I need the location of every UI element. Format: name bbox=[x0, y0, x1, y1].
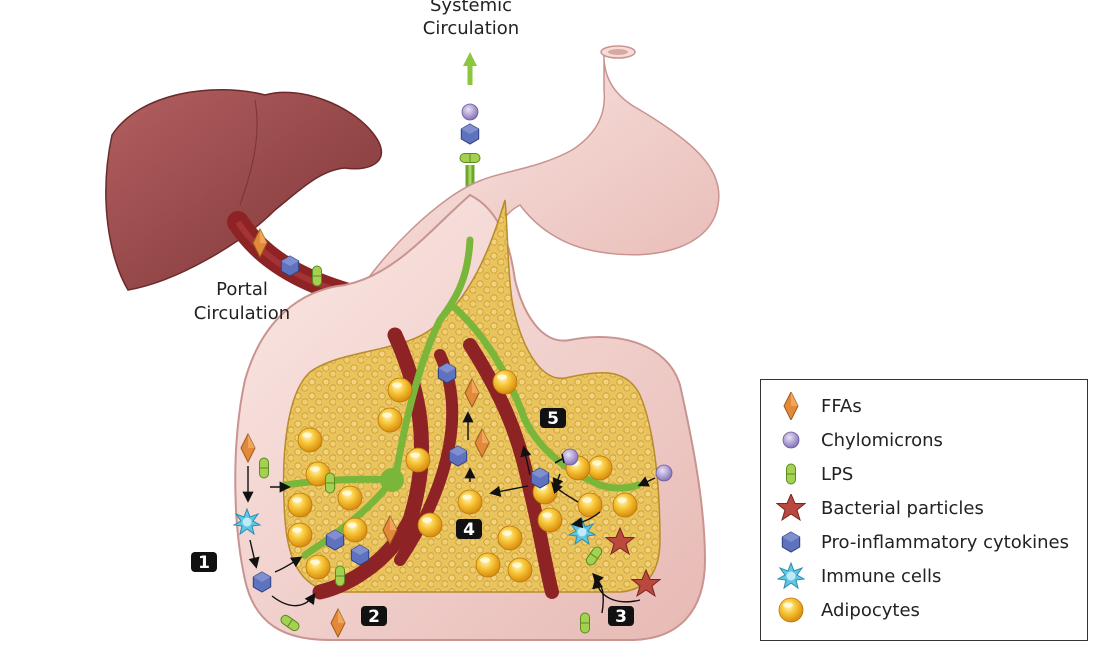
legend-label: LPS bbox=[821, 463, 854, 485]
bacterial-star-icon bbox=[775, 494, 807, 522]
portal-label-line1: Portal bbox=[216, 279, 268, 300]
portal-label-line2: Circulation bbox=[194, 303, 290, 324]
svg-text:1: 1 bbox=[198, 553, 210, 573]
legend-item-adipocytes: Adipocytes bbox=[775, 596, 920, 624]
systemic-label-line2: Circulation bbox=[423, 18, 519, 39]
cytokine-hexagon-icon bbox=[775, 528, 807, 556]
legend-item-chylomicrons: Chylomicrons bbox=[775, 426, 943, 454]
legend-label: FFAs bbox=[821, 395, 862, 417]
legend: FFAs Chylomicrons LPS Bacterial particle… bbox=[760, 379, 1088, 641]
svg-text:3: 3 bbox=[615, 607, 627, 627]
lps-capsule-icon bbox=[775, 460, 807, 488]
liver bbox=[105, 88, 383, 291]
legend-label: Pro-inflammatory cytokines bbox=[821, 531, 1070, 553]
flow-arrows bbox=[242, 411, 656, 614]
legend-label: Bacterial particles bbox=[821, 497, 984, 519]
legend-item-lps: LPS bbox=[775, 460, 853, 488]
legend-item-cytokines: Pro-inflammatory cytokines bbox=[775, 528, 1069, 556]
step-badge-1: 1 bbox=[191, 552, 217, 573]
adipocyte-icon bbox=[775, 596, 807, 624]
ffa-diamond-icon bbox=[775, 392, 807, 420]
legend-item-immune-cells: Immune cells bbox=[775, 562, 941, 590]
systemic-label-line1: Systemic bbox=[430, 0, 512, 16]
legend-label: Immune cells bbox=[821, 565, 942, 587]
svg-text:4: 4 bbox=[463, 520, 475, 540]
step-badge-2: 2 bbox=[361, 606, 387, 627]
svg-text:5: 5 bbox=[547, 409, 559, 429]
immune-cell-icon bbox=[775, 562, 807, 590]
legend-label: Chylomicrons bbox=[821, 429, 943, 451]
chylomicron-icon bbox=[775, 426, 807, 454]
svg-text:2: 2 bbox=[368, 607, 380, 627]
step-badge-4: 4 bbox=[456, 519, 482, 540]
step-badge-3: 3 bbox=[608, 606, 634, 627]
legend-label: Adipocytes bbox=[821, 599, 920, 621]
step-badge-5: 5 bbox=[540, 408, 566, 429]
legend-item-ffas: FFAs bbox=[775, 392, 862, 420]
legend-item-bacterial-particles: Bacterial particles bbox=[775, 494, 984, 522]
